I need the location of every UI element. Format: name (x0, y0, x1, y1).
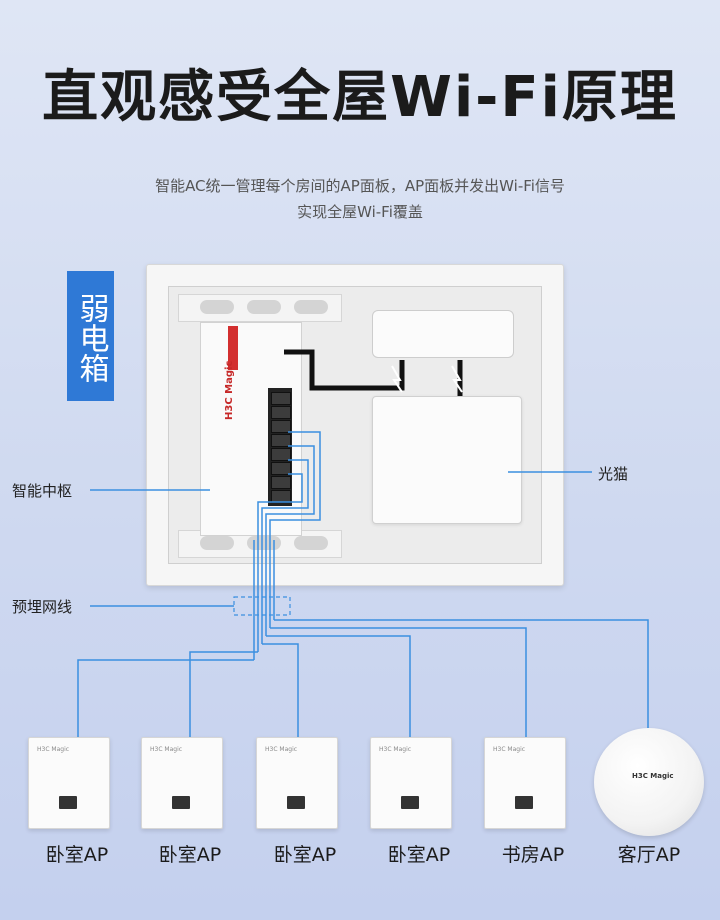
ap-label-1: 卧室AP (45, 844, 109, 866)
power-plug-icon (391, 365, 403, 393)
subtitle-line-2: 实现全屋Wi-Fi覆盖 (297, 203, 423, 221)
rail-slot (247, 300, 281, 314)
ap-panel-1: H3C Magic (28, 737, 110, 829)
ap-brand-logo: H3C Magic (265, 746, 298, 753)
rail-slot (294, 536, 328, 550)
ap-panel-2: H3C Magic (141, 737, 223, 829)
ethernet-port (271, 420, 291, 433)
ethernet-port (271, 462, 291, 475)
ap-panel-5: H3C Magic (484, 737, 566, 829)
ap-label-5: 书房AP (501, 844, 565, 866)
optical-modem (372, 396, 522, 524)
subtitle-line-1: 智能AC统一管理每个房间的AP面板，AP面板并发出Wi-Fi信号 (155, 177, 565, 195)
ap-ceiling-mount (594, 728, 704, 836)
ap-label-4: 卧室AP (387, 844, 451, 866)
ap-ethernet-port (59, 796, 77, 809)
ap-brand-logo: H3C Magic (37, 746, 70, 753)
page-title: 直观感受全屋Wi-Fi原理 (42, 65, 678, 130)
hub-ethernet-ports (268, 388, 292, 506)
ap-brand-logo: H3C Magic (150, 746, 183, 753)
ap-panel-4: H3C Magic (370, 737, 452, 829)
power-socket (372, 310, 514, 358)
hub-red-stripe (228, 326, 238, 370)
power-cable (284, 349, 405, 391)
callout-smart-hub: 智能中枢 (12, 482, 73, 500)
ap-panel-3: H3C Magic (256, 737, 338, 829)
ethernet-port (271, 448, 291, 461)
hub-network-cables (257, 431, 321, 540)
ethernet-port (271, 406, 291, 419)
power-plug-icon (451, 365, 463, 393)
ap-label-2: 卧室AP (158, 844, 222, 866)
ethernet-port (271, 434, 291, 447)
ap-brand-logo: H3C Magic (379, 746, 412, 753)
ap-ethernet-port (515, 796, 533, 809)
ap-ceiling-brand-logo: H3C Magic (632, 772, 674, 780)
ap-ethernet-port (172, 796, 190, 809)
trunk-cables (253, 540, 275, 660)
ap-distribution-cables (77, 619, 649, 737)
ap-label-3: 卧室AP (273, 844, 337, 866)
callout-embedded-cable: 预埋网线 (12, 598, 73, 616)
enclosure-label: 弱电箱 (67, 271, 114, 401)
ap-label-6: 客厅AP (617, 844, 681, 866)
rail-slot (200, 536, 234, 550)
rail-slot (294, 300, 328, 314)
callout-optical-modem: 光猫 (598, 465, 629, 483)
ap-brand-logo: H3C Magic (493, 746, 526, 753)
ethernet-port (271, 392, 291, 405)
ap-ethernet-port (401, 796, 419, 809)
ap-ethernet-port (287, 796, 305, 809)
rail-slot (247, 536, 281, 550)
rail-slot (200, 300, 234, 314)
ethernet-port (271, 476, 291, 489)
